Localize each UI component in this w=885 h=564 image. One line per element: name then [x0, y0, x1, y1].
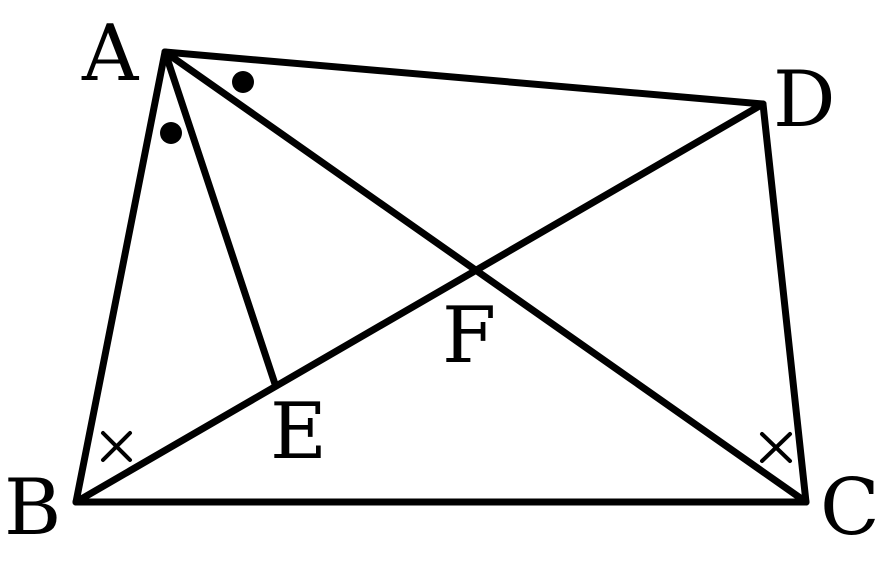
angle-mark-cross-abd [101, 431, 132, 462]
point-label-b: B [4, 463, 61, 553]
angle-mark-dot-eac [232, 71, 254, 93]
point-label-a: A [81, 9, 140, 99]
segment-ab [72, 48, 169, 506]
segment-ac [161, 48, 810, 506]
angle-mark-dot-bae [160, 122, 182, 144]
segment-cd [759, 100, 810, 506]
segment-bd [72, 100, 767, 506]
segment-ae [161, 48, 279, 388]
point-label-e: E [270, 387, 327, 477]
point-label-d: D [773, 55, 836, 145]
angle-mark-cross-acd [760, 432, 792, 463]
point-label-c: C [820, 463, 880, 553]
point-label-f: F [442, 291, 496, 381]
segment-da [161, 48, 767, 108]
